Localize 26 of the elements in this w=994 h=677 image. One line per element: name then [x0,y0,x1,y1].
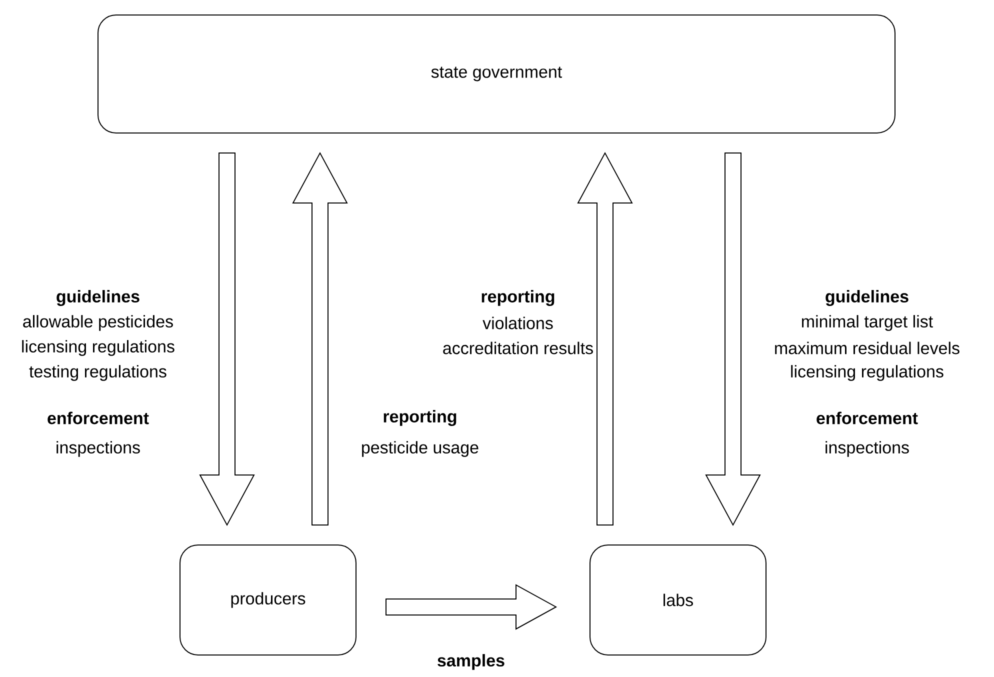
edge-label: samples [436,653,506,671]
note-label: minimal target list [802,315,933,331]
heading-label: enforcement [816,412,918,424]
rounded-box: labs [590,544,766,656]
heading-label: reporting [482,290,554,306]
block-arrow [199,152,255,526]
note-label: violations [482,316,553,330]
rounded-box: producers [180,544,356,656]
rounded-box: state government [98,14,896,134]
heading-label: guidelines [56,290,140,306]
heading-label: reporting [384,410,456,426]
heading-label: guidelines [826,290,908,306]
block-arrow [705,152,761,526]
block-arrow [577,152,633,526]
note-label: inspections [826,441,909,457]
note-label: allowable pesticides [23,315,173,331]
note-label: inspections [56,441,140,457]
note-label: accreditation results [443,342,593,354]
note-label: testing regulations [29,365,166,381]
block-arrow [292,152,348,526]
block-arrow [386,584,558,630]
note-label: licensing regulations [22,340,174,356]
note-label: licensing regulations [791,365,944,381]
note-label: maximum residual levels [775,342,960,354]
note-label: pesticide usage [362,441,478,457]
heading-label: enforcement [48,412,149,424]
